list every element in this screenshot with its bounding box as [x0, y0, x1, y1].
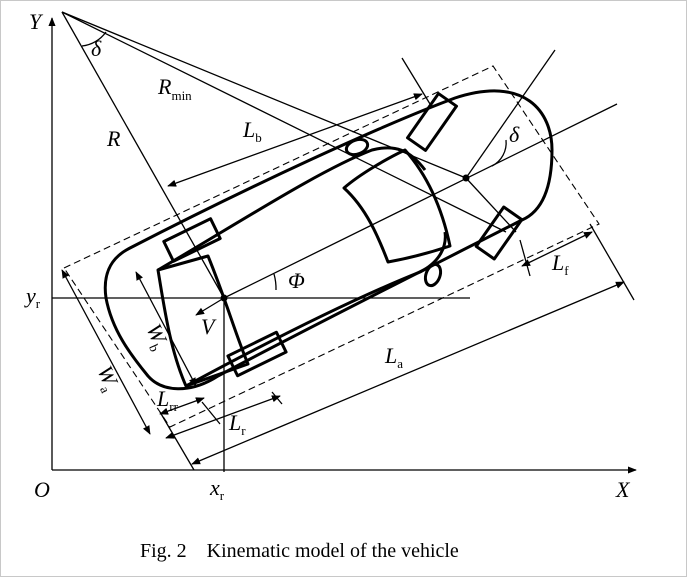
wa-extension-line	[159, 411, 195, 471]
front-axle-line	[465, 177, 517, 233]
windshield	[342, 148, 452, 264]
front-wheel-normal-line	[61, 11, 507, 233]
wa-dimension-line	[61, 269, 151, 435]
lf-extension-line	[519, 239, 531, 277]
la-dimension-line	[191, 281, 625, 465]
lr-label: Lr	[228, 410, 246, 438]
delta-top-arc	[81, 31, 107, 47]
rear-left-wheel	[162, 217, 222, 263]
front-left-wheel	[406, 92, 458, 152]
velocity-arrow	[195, 297, 225, 316]
lb-dimension-line	[167, 93, 423, 187]
delta-right-label: δ	[509, 122, 520, 147]
la-extension-line	[589, 223, 635, 301]
y-axis-label: Y	[29, 9, 44, 34]
lf-dimension-line	[521, 231, 593, 267]
origin-label: O	[34, 477, 50, 502]
lb-extension-line	[401, 57, 431, 105]
front-axle-center-point	[462, 174, 470, 182]
lr-dimension-line	[165, 395, 281, 439]
car-cabin-lower	[185, 231, 447, 388]
lrr-label: Lrr	[156, 386, 179, 414]
yr-label: yr	[24, 283, 41, 311]
velocity-label: V	[201, 314, 217, 339]
delta-right-arc	[491, 139, 507, 167]
phi-label: Φ	[288, 268, 305, 293]
wa-label: Wa	[90, 362, 125, 396]
lrr-extension-line	[201, 401, 221, 425]
la-label: La	[384, 343, 403, 371]
x-axis-label: X	[615, 477, 631, 502]
radius-R-line	[61, 11, 225, 299]
delta-top-label: δ	[91, 36, 102, 61]
figure-caption: Fig. 2 Kinematic model of the vehicle	[140, 540, 459, 562]
radius-R-label: R	[106, 126, 121, 151]
xr-label: xr	[209, 475, 225, 503]
wb-dimension-line	[135, 271, 197, 387]
lf-label: Lf	[551, 250, 569, 278]
right-mirror	[423, 262, 443, 288]
svg-text:Wa: Wa	[90, 362, 125, 396]
lb-label: Lb	[242, 117, 262, 145]
steering-wheel-line	[465, 49, 556, 179]
left-mirror	[344, 137, 370, 157]
front-right-wheel	[474, 205, 524, 261]
radius-Rmin-label: Rmin	[157, 74, 192, 103]
phi-arc	[273, 273, 277, 291]
